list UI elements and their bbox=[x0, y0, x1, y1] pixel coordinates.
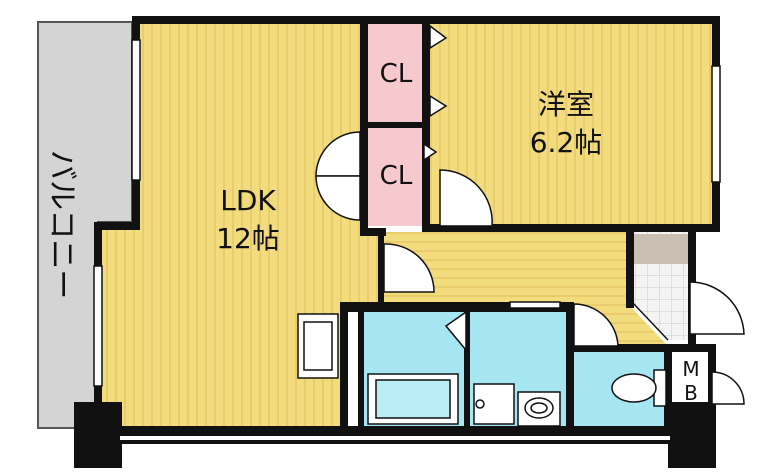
washroom-window bbox=[509, 301, 561, 309]
western-room-size: 6.2帖 bbox=[530, 126, 603, 159]
bedroom-door bbox=[439, 169, 493, 227]
closet-lower-label: CL bbox=[380, 161, 413, 191]
entrance-door bbox=[689, 281, 745, 335]
ldk-closet-door-lower bbox=[315, 175, 361, 221]
washbasin-drain bbox=[530, 402, 548, 414]
meter-box-door bbox=[711, 371, 745, 405]
closet-upper-label: CL bbox=[380, 59, 413, 89]
meter-box-label-top: M bbox=[682, 357, 699, 381]
ldk-window-upper bbox=[131, 39, 141, 181]
closet-upper-floor bbox=[366, 22, 424, 122]
washing-machine-drain bbox=[475, 399, 485, 409]
kitchen-sink bbox=[303, 321, 333, 371]
windows bbox=[93, 39, 721, 387]
ldk-window-lower bbox=[93, 265, 103, 387]
ldk-closet-door-upper bbox=[315, 131, 361, 177]
fixtures bbox=[297, 301, 669, 427]
ldk-room-name: LDK bbox=[220, 184, 276, 217]
meter-box-label-bottom: B bbox=[684, 381, 698, 405]
balcony-label: バルコニー bbox=[44, 150, 79, 299]
hallway-floor bbox=[380, 232, 628, 308]
meter-box-area bbox=[672, 352, 710, 408]
ldk-room-size: 12帖 bbox=[216, 222, 280, 255]
room-labels: CL CL 洋室 6.2帖 LDK 12帖 M B bbox=[216, 59, 699, 405]
balcony: バルコニー bbox=[37, 21, 133, 429]
washroom-door bbox=[573, 303, 619, 347]
western-room-name: 洋室 bbox=[538, 88, 594, 121]
doors bbox=[315, 131, 745, 405]
entrance-step bbox=[631, 301, 669, 341]
bathtub-basin bbox=[375, 379, 451, 419]
bathroom-door bbox=[444, 310, 467, 353]
ldk-door bbox=[383, 243, 435, 293]
toilet-bowl bbox=[611, 373, 657, 403]
western-room-window bbox=[711, 65, 721, 183]
closet-folding-doors bbox=[423, 24, 448, 162]
shoe-box bbox=[634, 234, 688, 264]
closet-lower-floor bbox=[366, 128, 424, 226]
